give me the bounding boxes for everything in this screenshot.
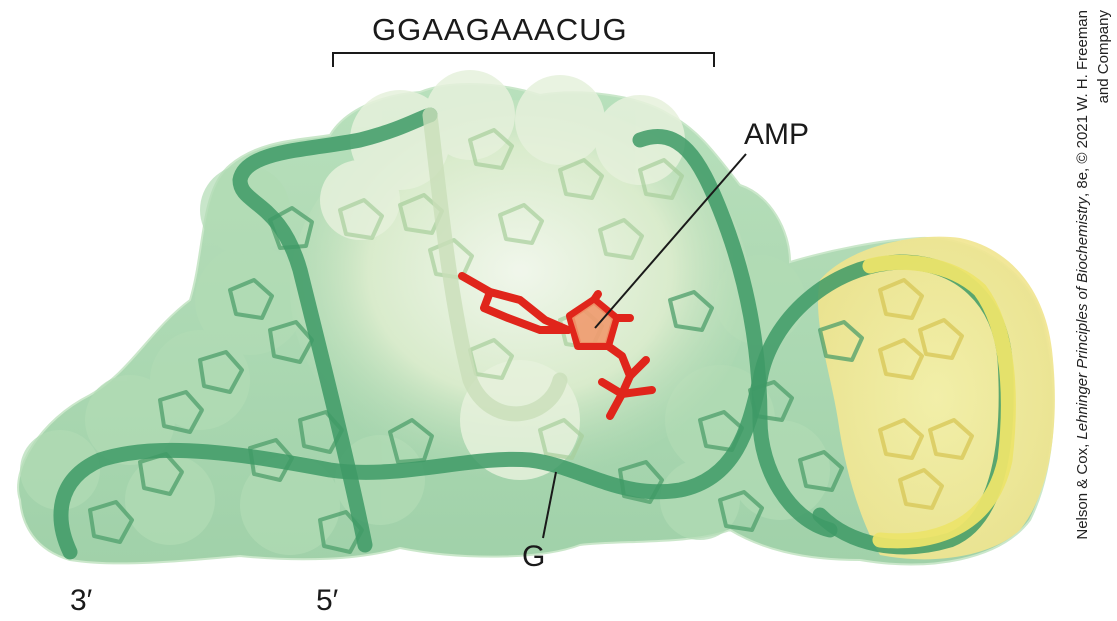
credit-prefix: Nelson & Cox,: [1074, 439, 1091, 540]
amp-leader-line: [594, 153, 747, 329]
backbone-yellow-segment: [862, 254, 1016, 549]
binding-pocket-surface: [290, 100, 750, 480]
credit-suffix: , 8e, © 2021 W. H. Freeman: [1074, 10, 1091, 197]
guanine-label: G: [522, 540, 546, 573]
backbone-loop-upper: [422, 107, 568, 422]
amp-ligand: [458, 272, 656, 420]
five-prime-end-label: 5′: [316, 584, 339, 617]
copyright-credit: Nelson & Cox, Lehninger Principles of Bi…: [1072, 10, 1116, 600]
surface-lobes: [20, 165, 830, 555]
three-prime-end-label: 3′: [70, 584, 93, 617]
backbone-strand-5prime: [232, 107, 438, 553]
backbone-right-arm: [632, 129, 838, 538]
rna-backbone: [53, 107, 1016, 560]
amp-label: AMP: [744, 118, 810, 151]
credit-line-1: Nelson & Cox, Lehninger Principles of Bi…: [1072, 10, 1093, 600]
amp-ribose-ring-fill: [572, 303, 613, 343]
credit-book-title: Lehninger Principles of Biochemistry: [1074, 196, 1091, 440]
g-leader-line: [542, 471, 557, 539]
credit-line-2: and Company: [1095, 10, 1112, 104]
sequence-bracket: [332, 52, 715, 67]
sequence-label: GGAAGAAACUG: [372, 12, 628, 47]
annotations: [332, 52, 747, 539]
